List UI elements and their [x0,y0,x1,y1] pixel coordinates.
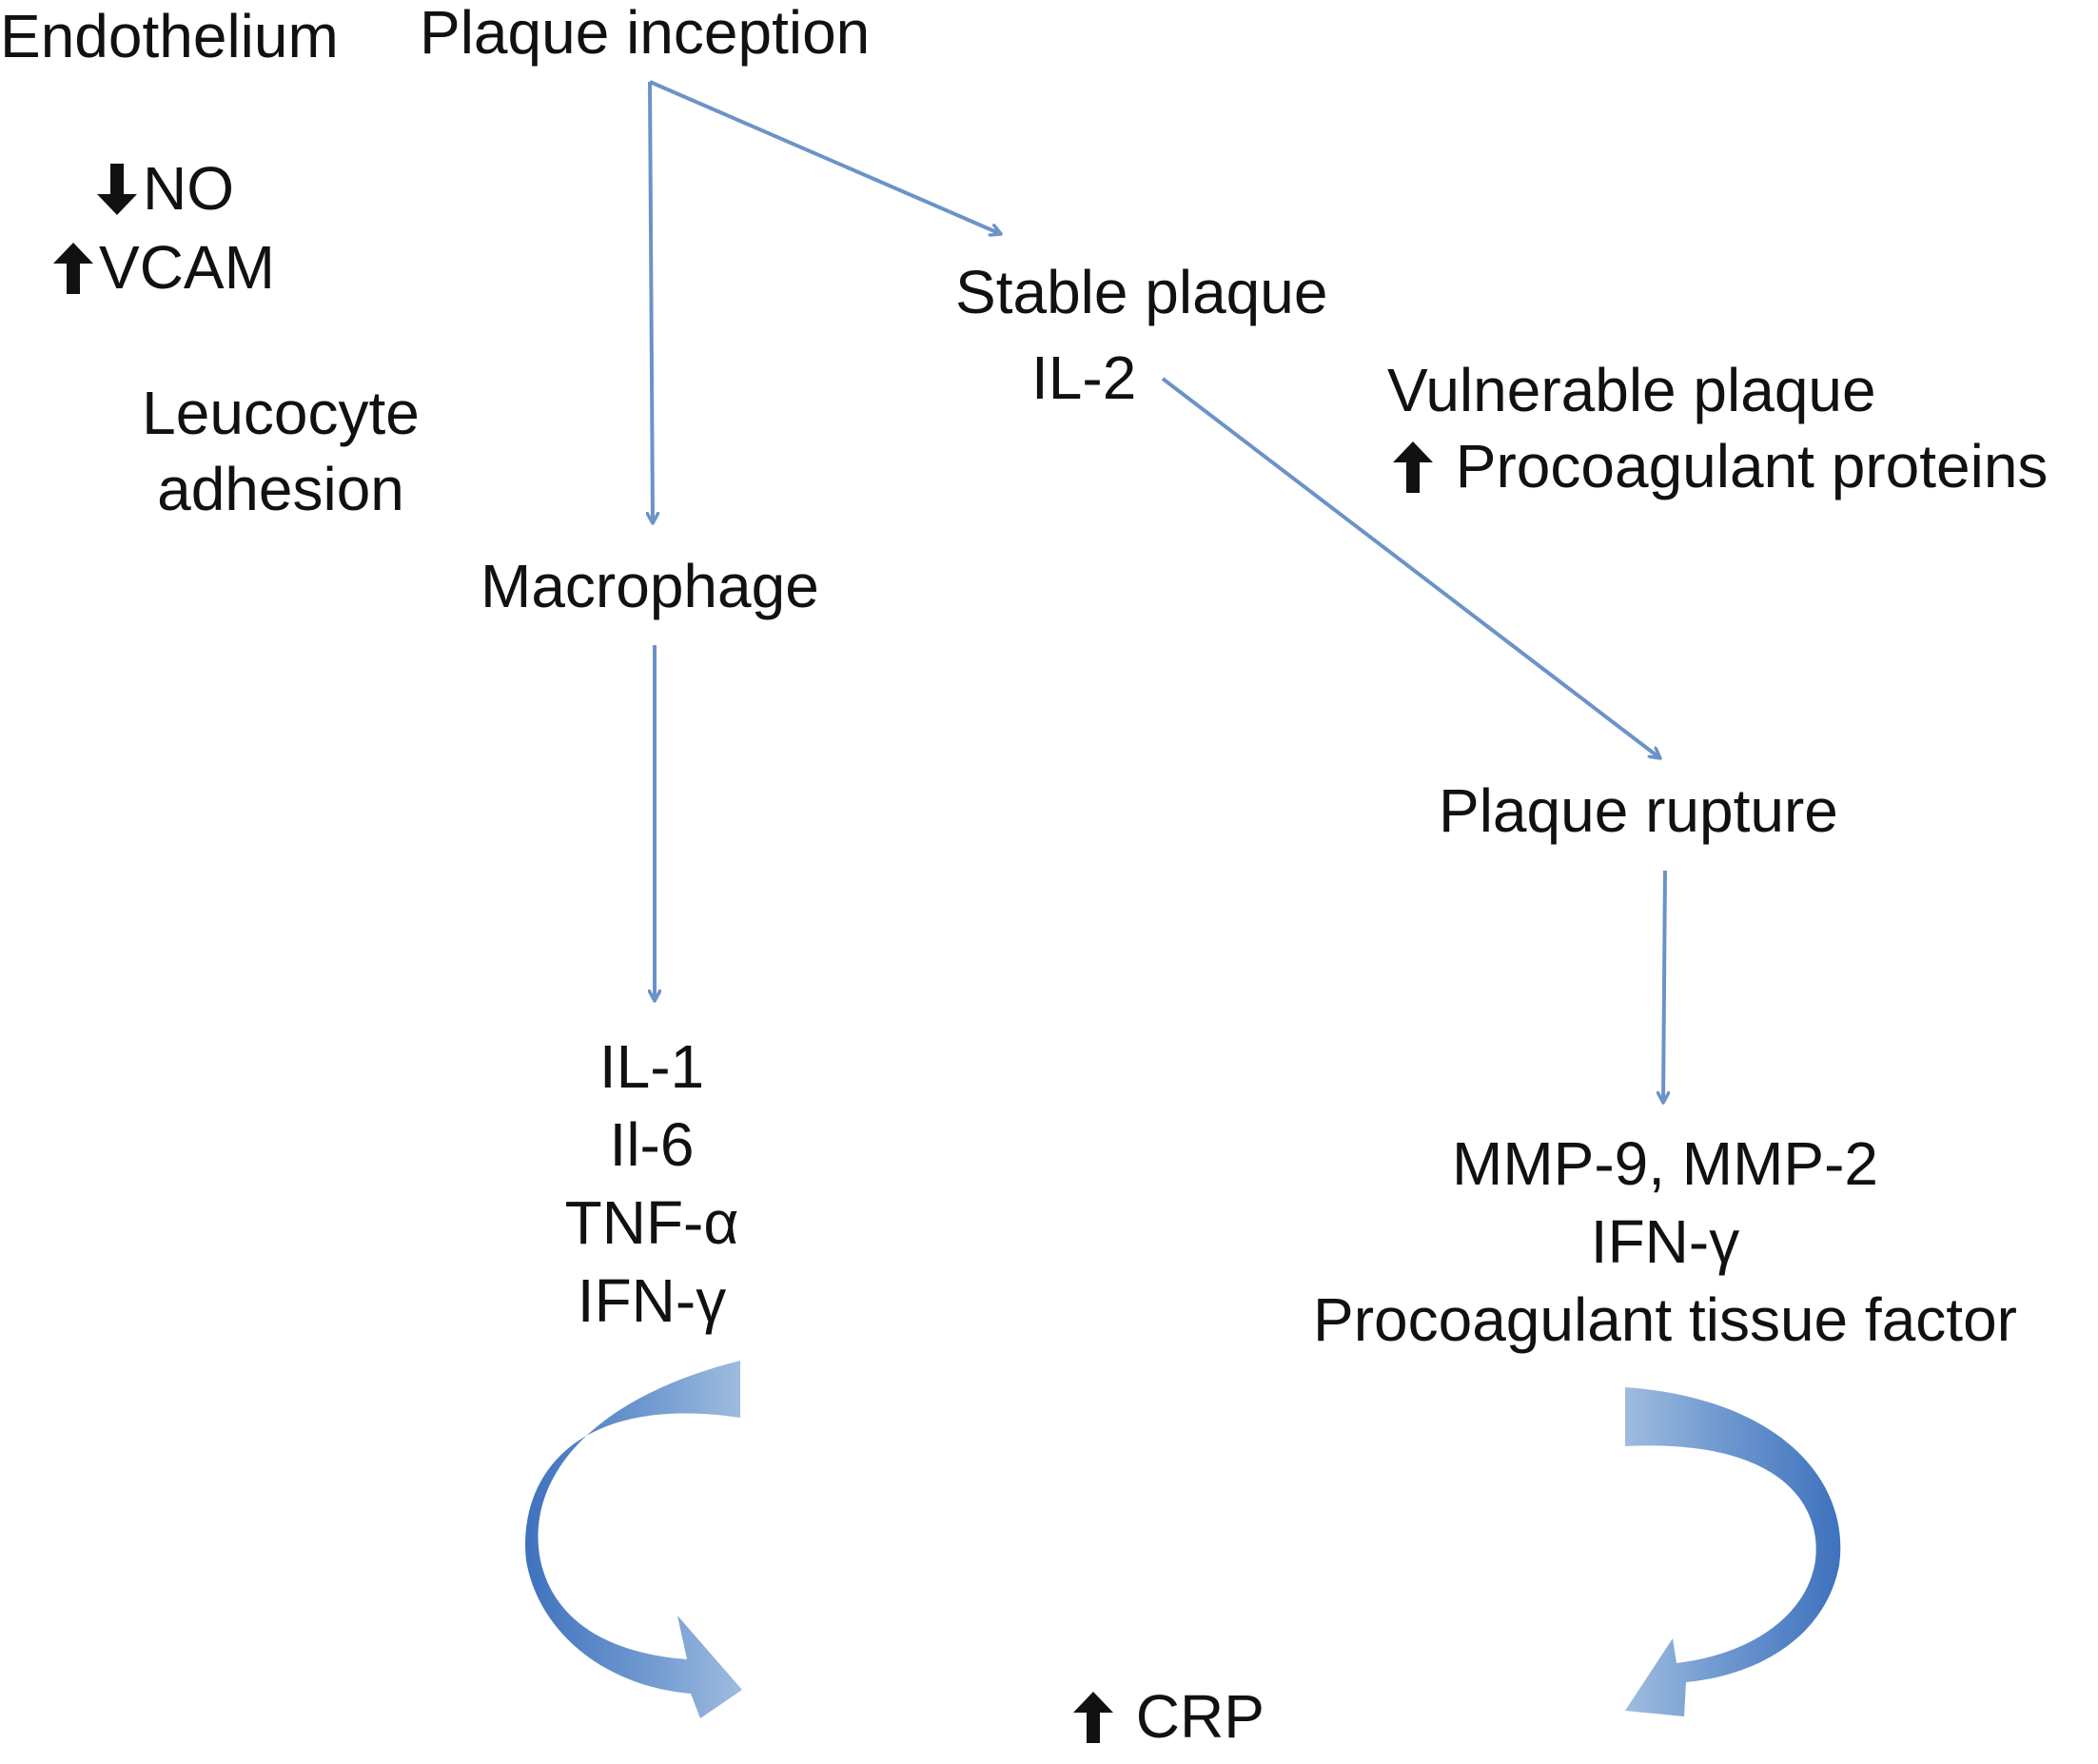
il2-label: IL-2 [1031,343,1137,412]
list-item: Procoagulant tissue factor [1313,1285,2017,1354]
curved-arrow-left-to-crp [525,1361,742,1718]
vcam-text: VCAM [99,233,275,302]
adhesion-line: adhesion [157,455,404,523]
leucocyte-adhesion-label: Leucocyte adhesion [114,375,447,527]
arrow-inception-to-stable-plaque [649,80,1001,234]
procoagulant-proteins-label: Procoagulant proteins [1391,428,2048,504]
up-arrow-icon [1391,440,1435,495]
procoagulant-proteins-text: Procoagulant proteins [1455,432,2049,500]
up-arrow-icon [51,241,95,296]
macrophage-label: Macrophage [480,552,819,620]
crp-label: CRP [1071,1678,1265,1754]
plaque-inception-label: Plaque inception [420,0,871,67]
list-item: TNF-α [564,1188,739,1257]
list-item: IFN-γ [577,1266,727,1335]
vulnerable-plaque-label: Vulnerable plaque [1387,356,1876,424]
arrow-inception-to-macrophage [650,81,653,523]
crp-text: CRP [1135,1682,1265,1751]
stable-plaque-label: Stable plaque [955,258,1328,326]
list-item: IFN-γ [1590,1207,1740,1276]
up-arrow-icon [1071,1690,1115,1745]
no-decrease-label: NO [95,150,234,226]
leucocyte-line: Leucocyte [142,379,420,447]
arrow-rupture-to-products [1663,870,1665,1103]
list-item: MMP-9, MMP-2 [1452,1129,1878,1198]
curved-arrow-right-to-crp [1625,1387,1841,1716]
no-text: NO [143,154,234,223]
arrow-il2-to-plaque-rupture [1161,377,1660,758]
endothelium-label: Endothelium [0,2,339,70]
cytokine-list: IL-1 Il-6 TNF-α IFN-γ [466,1028,837,1340]
vcam-increase-label: VCAM [51,229,275,305]
list-item: IL-1 [598,1032,705,1101]
rupture-products-list: MMP-9, MMP-2 IFN-γ Procoagulant tissue f… [1237,1125,2093,1359]
list-item: Il-6 [609,1110,695,1179]
plaque-rupture-label: Plaque rupture [1439,776,1838,845]
down-arrow-icon [95,162,139,217]
